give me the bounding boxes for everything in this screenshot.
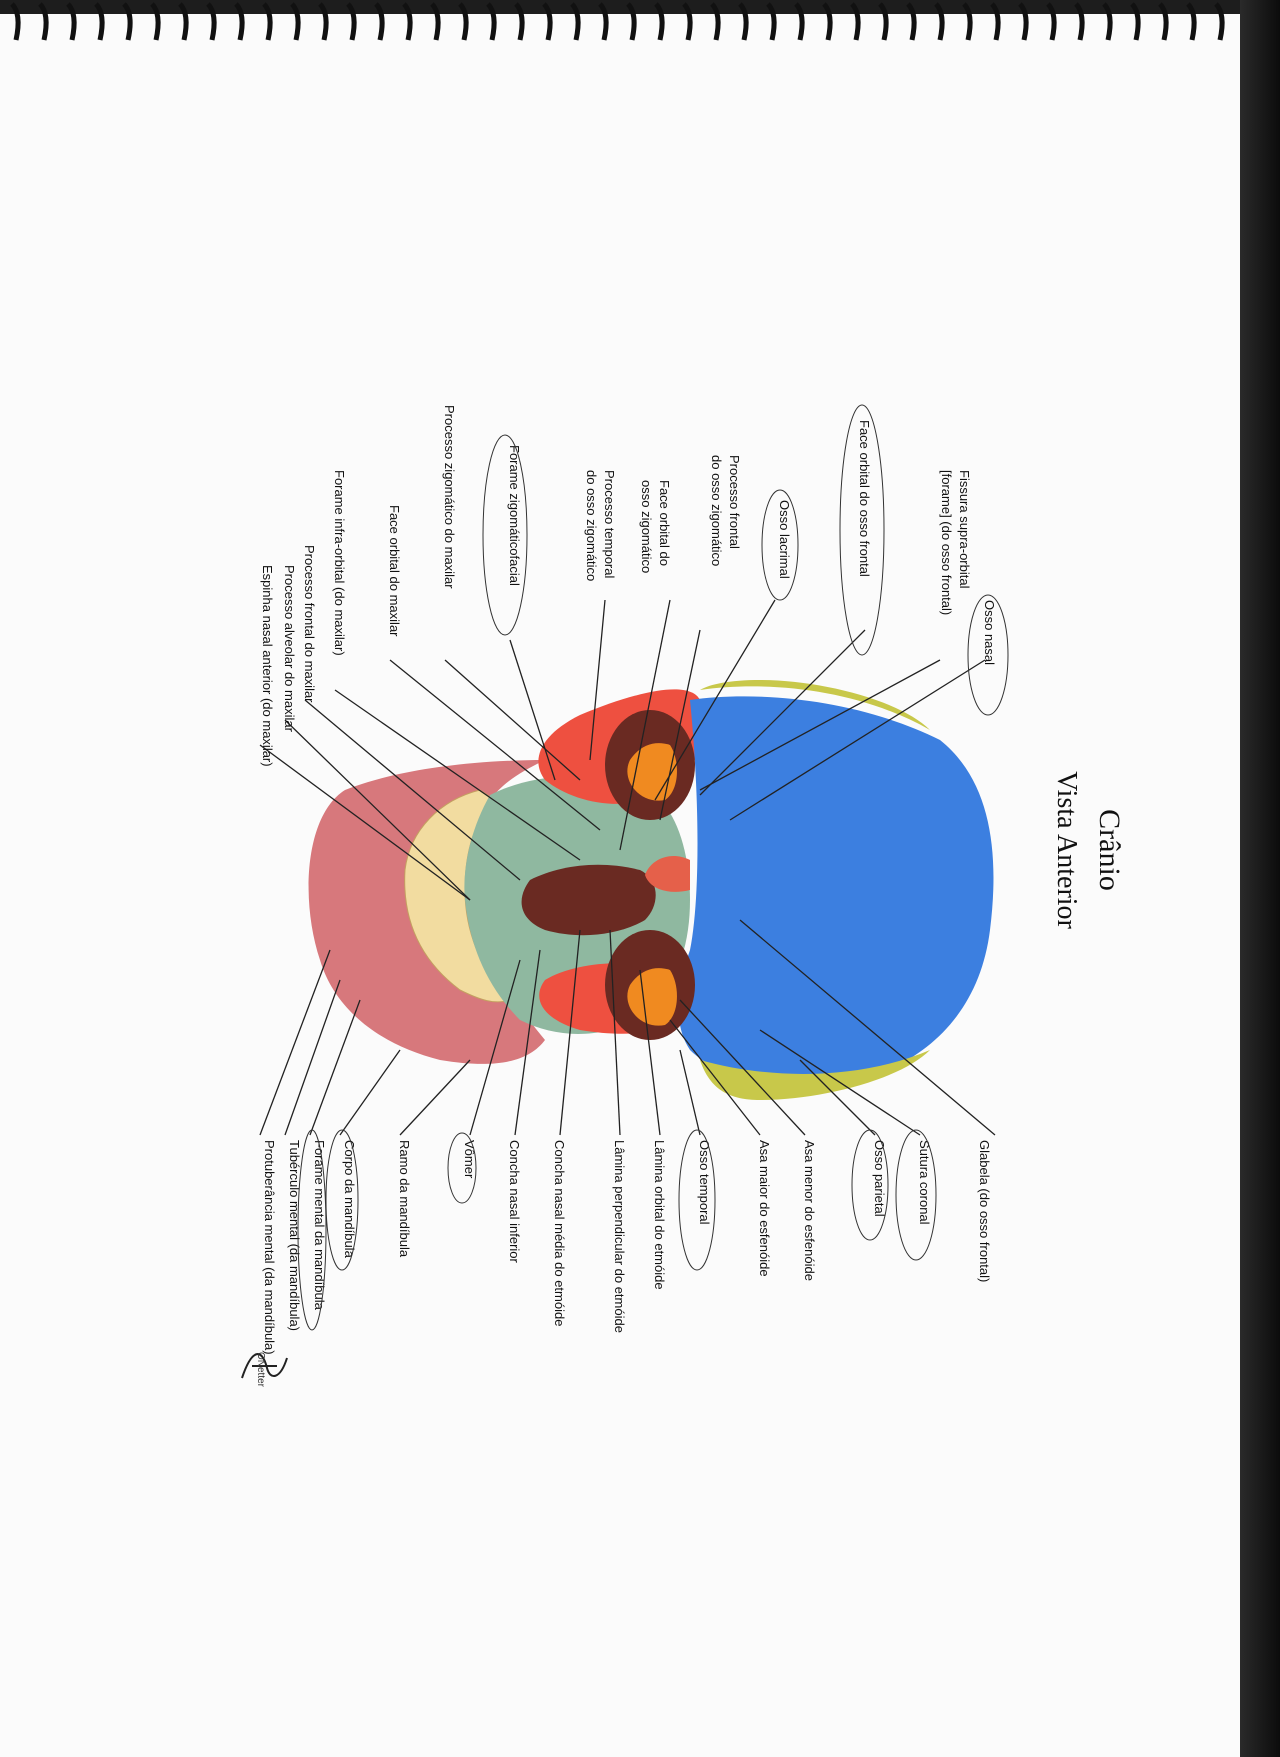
binding-coil — [542, 2, 553, 41]
label-forame-mentual: Forame mental da mandíbula — [312, 1140, 327, 1311]
binding-coil — [1214, 2, 1225, 41]
label-osso-parietal: Osso parietal — [872, 1140, 887, 1217]
labels-lower: Glabela (do osso frontal) Sutura coronal… — [262, 1140, 992, 1355]
label-asa-maior: Asa maior do esfenóide — [757, 1140, 772, 1277]
label-face-orbital-maxila: Face orbital do maxilar — [387, 505, 402, 637]
binding-coil — [374, 2, 385, 41]
binding-coil — [878, 2, 889, 41]
binding-coil — [738, 2, 749, 41]
binding-coil — [318, 2, 329, 41]
label-fissura-supra-orbital: Fissura supra-orbital — [957, 470, 972, 589]
label-lamina-orbital: Lâmina orbital do etmóide — [652, 1140, 667, 1290]
label-face-orbital-zig-2: osso zigomático — [639, 480, 654, 573]
binding-coil — [178, 2, 189, 41]
label-protuberancia-mentual: Protuberância mental (da mandíbula) — [262, 1140, 277, 1355]
label-tuberculo-mentual: Tubérculo mental (da mandíbula) — [287, 1140, 302, 1331]
binding-coil — [234, 2, 245, 41]
label-osso-temporal: Osso temporal — [697, 1140, 712, 1225]
binding-coil — [94, 2, 105, 41]
netter-logo-icon — [241, 1353, 288, 1379]
binding-coil — [1158, 2, 1169, 41]
diagram-title: Crânio — [1093, 809, 1126, 891]
binding-coil — [10, 2, 21, 41]
label-concha-media: Concha nasal média do etmóide — [552, 1140, 567, 1326]
binding-coil — [654, 2, 665, 41]
page-edge-shadow — [1240, 0, 1280, 1757]
binding-coil — [206, 2, 217, 41]
binding-coil — [430, 2, 441, 41]
label-processo-zig-maxila: Processo zigomático do maxilar — [442, 405, 457, 589]
signature-text: ONetter — [255, 1352, 266, 1388]
sphenoid-upper — [627, 743, 677, 801]
label-sutura-coronal: Sutura coronal — [917, 1140, 932, 1225]
label-lamina-perpendicular: Lâmina perpendicular do etmóide — [612, 1140, 627, 1333]
nasal-cavity — [521, 864, 656, 936]
label-processo-frontal-zig-2: do osso zigomático — [709, 455, 724, 566]
binding-coil — [458, 2, 469, 41]
binding-coil — [990, 2, 1001, 41]
binding-coil — [962, 2, 973, 41]
label-face-orbital-frontal: Face orbital do osso frontal — [857, 420, 872, 577]
binding-coil — [934, 2, 945, 41]
label-vomer: Vômer — [462, 1140, 477, 1179]
spiral-binding — [10, 2, 1225, 41]
binding-coil — [486, 2, 497, 41]
leader-lines — [259, 599, 996, 1136]
binding-coil — [402, 2, 413, 41]
binding-coil — [682, 2, 693, 41]
binding-coil — [1186, 2, 1197, 41]
label-processo-temporal-1: Processo temporal — [602, 470, 617, 578]
binding-coil — [822, 2, 833, 41]
binding-coil — [906, 2, 917, 41]
label-processo-frontal-maxila: Processo frontal do maxilar — [302, 545, 317, 703]
label-forame-infra-orbital: Forame infra-orbital (do maxilar) — [332, 470, 347, 656]
binding-coil — [346, 2, 357, 41]
binding-coil — [1074, 2, 1085, 41]
skull-illustration — [308, 680, 994, 1100]
label-glabela: Glabela (do osso frontal) — [977, 1140, 992, 1282]
label-forame-supra-orbital: [forame] (do osso frontal) — [939, 470, 954, 615]
binding-coil — [38, 2, 49, 41]
binding-coil — [66, 2, 77, 41]
label-osso-lacrimal: Osso lacrimal — [777, 500, 792, 579]
labels-upper: Osso nasal Fissura supra-orbital [forame… — [260, 405, 997, 767]
binding-coil — [766, 2, 777, 41]
binding-coil — [1130, 2, 1141, 41]
binding-coil — [598, 2, 609, 41]
binding-coil — [1018, 2, 1029, 41]
diagram-subtitle: Vista Anterior — [1051, 771, 1082, 929]
label-espinha-nasal: Espinha nasal anterior (do maxilar) — [260, 565, 275, 767]
label-processo-alveolar: Processo alveolar do maxilar — [282, 565, 297, 733]
binding-coil — [626, 2, 637, 41]
binding-coil — [122, 2, 133, 41]
binding-coil — [794, 2, 805, 41]
label-concha-inferior: Concha nasal inferior — [507, 1140, 522, 1264]
label-asa-menor: Asa menor do esfenóide — [802, 1140, 817, 1281]
binding-coil — [710, 2, 721, 41]
label-osso-nasal: Osso nasal — [982, 600, 997, 665]
label-forame-zigomaticofacial: Forame zigomáticofacial — [507, 445, 522, 586]
label-processo-frontal-zig-1: Processo frontal — [727, 455, 742, 549]
binding-coil — [514, 2, 525, 41]
nasal-bone — [645, 855, 690, 892]
binding-coil — [1046, 2, 1057, 41]
handwritten-circles — [297, 404, 1009, 1331]
label-processo-temporal-2: do osso zigomático — [584, 470, 599, 581]
binding-coil — [1102, 2, 1113, 41]
frontal-bone-region — [678, 696, 994, 1086]
binding-coil — [850, 2, 861, 41]
binding-coil — [262, 2, 273, 41]
label-corpo-mandibula: Corpo da mandíbula — [342, 1140, 357, 1259]
sphenoid-lower — [627, 968, 677, 1026]
parietal-region-upper — [700, 680, 930, 730]
binding-coil — [290, 2, 301, 41]
label-face-orbital-zig-1: Face orbital do — [657, 480, 672, 566]
binding-coil — [150, 2, 161, 41]
binding-coil — [570, 2, 581, 41]
label-ramo-mandibula: Ramo da mandíbula — [397, 1140, 412, 1258]
netter-signature: ONetter — [232, 1338, 302, 1402]
